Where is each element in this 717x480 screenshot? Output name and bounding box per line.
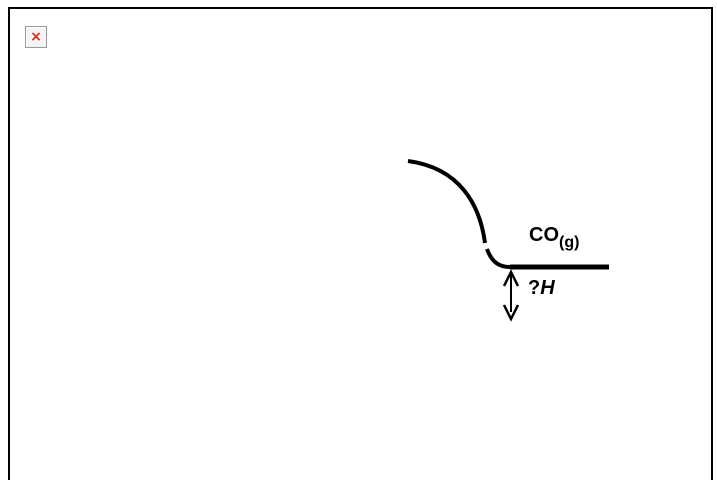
- species-label: CO(g): [529, 224, 579, 251]
- enthalpy-symbol: H: [540, 277, 555, 299]
- energy-curve-tail: [485, 248, 511, 269]
- close-icon: ×: [30, 29, 42, 45]
- arrow-up-icon: [502, 269, 520, 287]
- enthalpy-label: ?H: [528, 277, 555, 300]
- arrow-down-icon: [502, 304, 520, 322]
- enthalpy-prefix: ?: [528, 277, 541, 299]
- image-frame: [8, 7, 713, 480]
- broken-image-icon: ×: [25, 26, 47, 48]
- energy-curve: [407, 159, 487, 244]
- species-state: (g): [559, 234, 580, 251]
- species-formula: CO: [529, 224, 559, 246]
